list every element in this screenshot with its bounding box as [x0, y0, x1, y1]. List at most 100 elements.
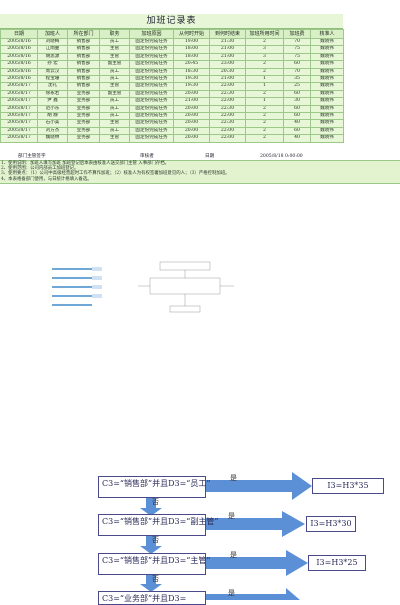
- table-cell: 2: [245, 119, 284, 128]
- column-header: 从何时开始: [173, 29, 210, 39]
- table-cell: 20:00: [173, 104, 210, 114]
- table-cell: 18:30: [173, 67, 210, 77]
- table-cell: 员工: [99, 37, 130, 47]
- table-cell: 魏晓伟: [310, 60, 344, 69]
- table-cell: 固定份完成任务: [129, 97, 174, 106]
- table-cell: 60: [283, 126, 311, 136]
- table-cell: 孙 宏: [37, 60, 68, 69]
- table-cell: 60: [283, 112, 311, 121]
- table-cell: 业务部: [67, 89, 100, 99]
- table-cell: 35: [283, 75, 311, 84]
- no-label-1: 否: [152, 498, 159, 506]
- table-cell: 2005/8/17: [0, 126, 38, 136]
- table-cell: 魏晓伟: [310, 104, 344, 114]
- table-cell: 沈礼: [37, 82, 68, 91]
- table-cell: 22:00: [209, 82, 246, 91]
- table-cell: 固定份完成任务: [129, 67, 174, 77]
- result-box-2: I3=H3*30: [306, 516, 356, 532]
- table-cell: 程宝珊: [37, 75, 68, 84]
- no-label-2: 否: [152, 536, 159, 544]
- table-cell: 员工: [99, 126, 130, 136]
- table-cell: 胡思源: [37, 52, 68, 62]
- table-cell: 固定份完成任务: [129, 104, 174, 114]
- table-cell: 21:00: [173, 97, 210, 106]
- sheet-title: 加班记录表: [0, 14, 343, 29]
- table-cell: 2005/8/17: [0, 97, 38, 106]
- table-cell: 范小东: [37, 104, 68, 114]
- table-cell: 胡 静: [37, 112, 68, 121]
- table-cell: 40: [283, 134, 311, 143]
- table-cell: 员工: [99, 112, 130, 121]
- reviewer-label: 审核者: [140, 154, 154, 159]
- table-cell: 22:00: [209, 126, 246, 136]
- yes-arrow-3: [206, 550, 308, 576]
- table-cell: 魏晓伟: [310, 97, 344, 106]
- table-cell: 19:00: [173, 37, 210, 47]
- table-cell: 魏晓伟: [310, 112, 344, 121]
- condition-box-2: C3=“销售部”并且D3=“副主管”: [98, 514, 218, 536]
- note-1: 1、使用说明：加班人填写加班 加班登记后本表由核准人送交部门主管 入事部门存档。: [1, 161, 170, 166]
- table-cell: 石小美: [37, 119, 68, 128]
- table-cell: 员工: [99, 75, 130, 84]
- table-cell: 尹 鑫: [37, 97, 68, 106]
- table-cell: 22:00: [209, 112, 246, 121]
- table-cell: 主管: [99, 119, 130, 128]
- table-cell: 21:00: [209, 75, 246, 84]
- table-cell: 1: [245, 97, 284, 106]
- note-3: 3、使用要点：（1）公司中高级经营超时工作不算作加班；（2）核准人为有权签署加班…: [1, 171, 230, 177]
- table-cell: 2005/8/17: [0, 134, 38, 143]
- table-cell: 22:00: [209, 134, 246, 143]
- note-4: 4、本表格备部门使用，与日统计格填入备选。: [1, 176, 92, 182]
- column-header: 到何时结束: [209, 29, 246, 39]
- table-cell: 2: [245, 89, 284, 99]
- table-cell: 18:00: [173, 52, 210, 62]
- yes-label-4: 是: [228, 589, 235, 597]
- column-header: 日期: [0, 29, 38, 39]
- table-cell: 2005/8/17: [0, 119, 38, 128]
- table-cell: 40: [283, 119, 311, 128]
- table-cell: 2005/8/17: [0, 82, 38, 91]
- condition-box-4: C3=“业务部”并且D3=: [98, 591, 206, 605]
- table-cell: 70: [283, 67, 311, 77]
- table-cell: 21:00: [209, 45, 246, 54]
- column-header: 所在部门: [67, 29, 100, 39]
- table-cell: 副主管: [99, 89, 130, 99]
- table-cell: 19:30: [173, 75, 210, 84]
- table-cell: 魏晓伟: [310, 67, 344, 77]
- no-arrow-1: [140, 498, 162, 516]
- table-cell: 22:30: [209, 89, 246, 99]
- table-cell: 固定份完成任务: [129, 75, 174, 84]
- column-header: 加班费: [283, 29, 311, 39]
- table-cell: 20:00: [173, 126, 210, 136]
- no-label-3: 否: [152, 575, 159, 583]
- table-cell: 22:00: [209, 97, 246, 106]
- table-cell: 18:00: [173, 45, 210, 54]
- table-cell: 23:00: [209, 60, 246, 69]
- table-cell: 魏晓伟: [310, 45, 344, 54]
- table-cell: 业务部: [67, 134, 100, 143]
- column-header: 加班人: [37, 29, 68, 39]
- table-cell: 销售部: [67, 45, 100, 54]
- table-cell: 固定份完成任务: [129, 89, 174, 99]
- table-cell: 2005/8/16: [0, 45, 38, 54]
- table-cell: 20:00: [173, 119, 210, 128]
- table-cell: 固定份完成任务: [129, 119, 174, 128]
- table-cell: 2: [245, 60, 284, 69]
- table-cell: 3: [245, 45, 284, 54]
- table-cell: 2005/8/16: [0, 67, 38, 77]
- table-cell: 2005/8/16: [0, 75, 38, 84]
- flowchart-arrows: [140, 472, 312, 600]
- table-cell: 固定份完成任务: [129, 126, 174, 136]
- table-cell: 1: [245, 75, 284, 84]
- table-cell: 60: [283, 60, 311, 69]
- table-cell: 销售部: [67, 82, 100, 91]
